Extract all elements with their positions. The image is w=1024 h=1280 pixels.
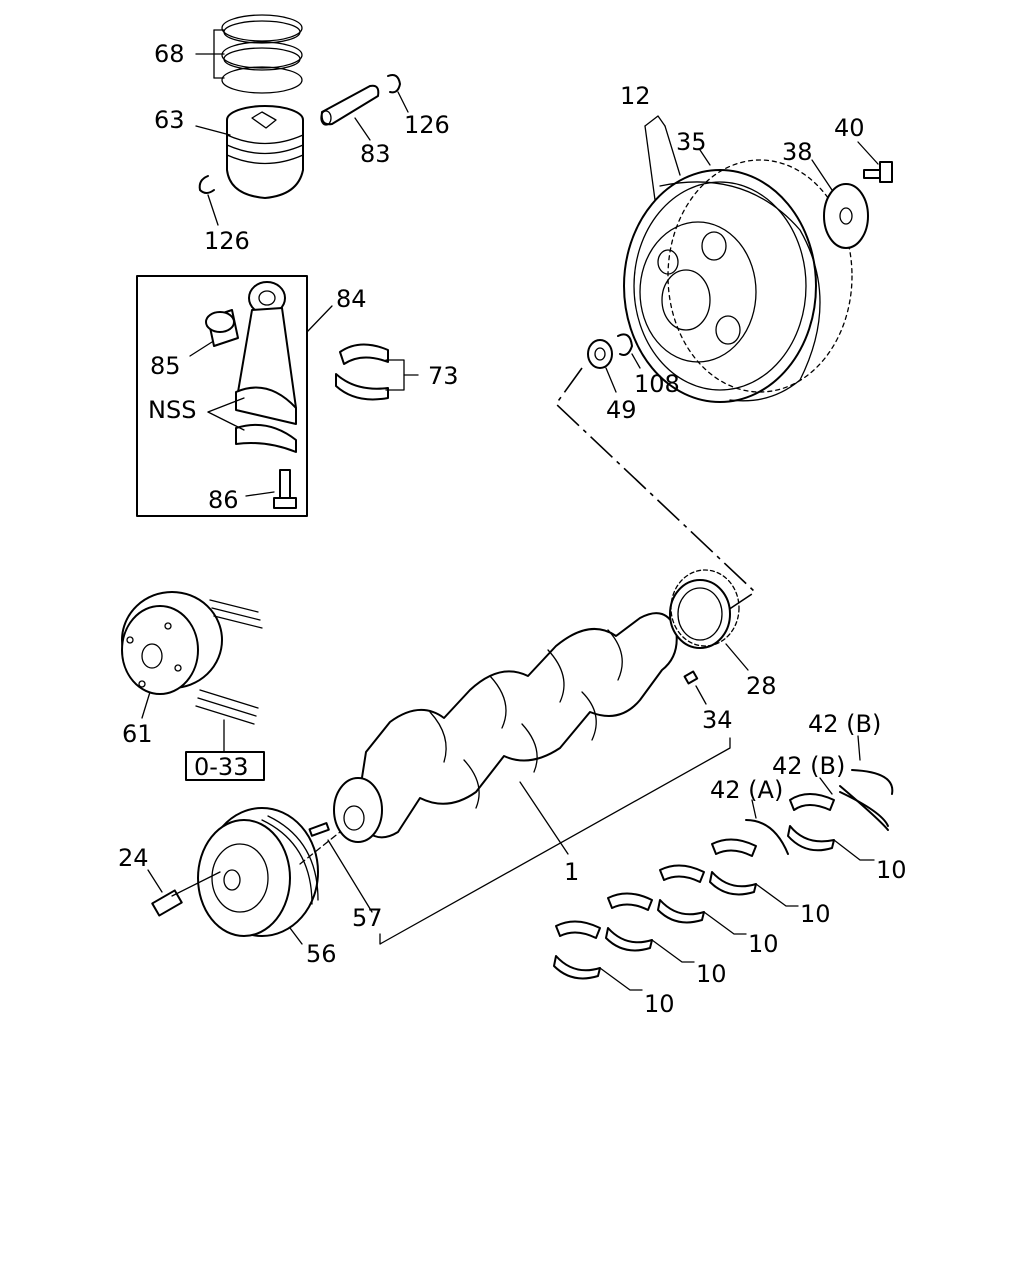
pilot-bearing: [587, 339, 617, 393]
main-bearing-group-3: [657, 864, 747, 935]
label-10-b: 10: [800, 900, 831, 928]
piston-rings: [195, 14, 303, 94]
label-28: 28: [746, 672, 777, 700]
connecting-rod-box: [136, 275, 333, 517]
rod-bushing: [189, 309, 239, 357]
damper-pulley: [121, 591, 263, 753]
label-ref: 0-33: [194, 753, 248, 781]
label-42a: 42 (A): [710, 776, 783, 804]
flywheel-plate: [811, 159, 869, 249]
label-68: 68: [154, 40, 185, 68]
crank-bracket: [379, 737, 731, 945]
label-85: 85: [150, 352, 181, 380]
label-86: 86: [208, 486, 239, 514]
label-57: 57: [352, 904, 383, 932]
rod-bolt: [245, 469, 297, 509]
label-24: 24: [118, 844, 149, 872]
connecting-rod: [207, 281, 297, 453]
label-40: 40: [834, 114, 865, 142]
thrust-washer-a: [745, 799, 789, 855]
timing-gear: [669, 569, 749, 671]
piston-pin: [320, 84, 380, 141]
ring-gear: [667, 149, 853, 393]
pulley-bolt: [147, 869, 221, 917]
main-bearing-group-1: [787, 793, 875, 861]
label-84: 84: [336, 285, 367, 313]
rod-bearing: [335, 343, 419, 401]
flywheel-bolt: [857, 141, 893, 183]
label-126-top: 126: [404, 111, 450, 139]
thrust-washer-b-top: [839, 735, 894, 831]
flywheel: [623, 115, 821, 403]
main-bearing-group-2: [709, 838, 799, 907]
ref-box: [185, 751, 265, 781]
snap-ring-top: [387, 74, 409, 113]
snap-ring-108: [617, 333, 641, 369]
label-73: 73: [428, 362, 459, 390]
dowel-pin: [299, 822, 373, 913]
label-1: 1: [564, 858, 579, 886]
crankshaft: [333, 612, 678, 855]
label-10-c: 10: [748, 930, 779, 958]
label-10-a: 10: [876, 856, 907, 884]
label-108: 108: [634, 370, 680, 398]
label-61: 61: [122, 720, 153, 748]
label-42b: 42 (B): [772, 752, 845, 780]
front-pulley: [197, 807, 319, 945]
label-35: 35: [676, 128, 707, 156]
label-42b-top: 42 (B): [808, 710, 881, 738]
label-63: 63: [154, 106, 185, 134]
label-83: 83: [360, 140, 391, 168]
label-49: 49: [606, 396, 637, 424]
label-10-d: 10: [696, 960, 727, 988]
thrust-washer-b: [819, 777, 889, 827]
crank-key-34: [683, 670, 707, 705]
label-10-e: 10: [644, 990, 675, 1018]
label-nss: NSS: [148, 396, 196, 424]
snap-ring-bottom: [198, 175, 219, 226]
main-bearing-group-5: [553, 920, 643, 991]
label-12: 12: [620, 82, 651, 110]
label-126-bottom: 126: [204, 227, 250, 255]
label-34: 34: [702, 706, 733, 734]
label-56: 56: [306, 940, 337, 968]
label-38: 38: [782, 138, 813, 166]
piston: [195, 105, 304, 199]
main-bearing-group-4: [605, 892, 695, 963]
